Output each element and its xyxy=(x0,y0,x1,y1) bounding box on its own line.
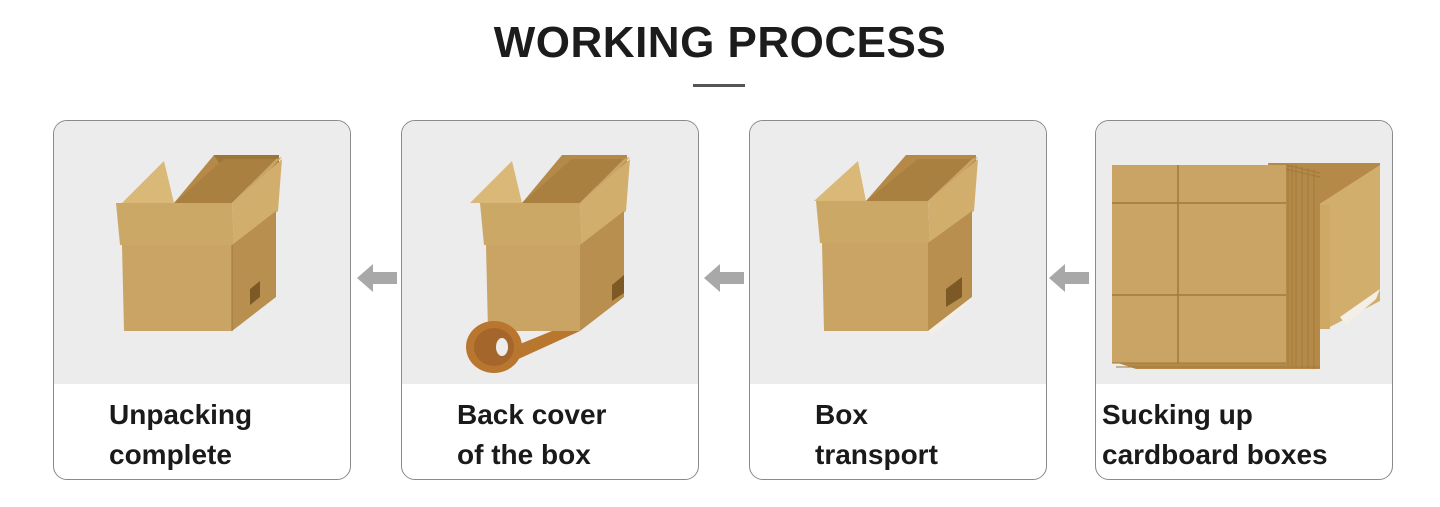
step-image xyxy=(402,121,698,384)
step-label: Sucking up cardboard boxes xyxy=(1102,399,1328,470)
arrow-left-icon xyxy=(357,264,397,292)
step-card-unpacking: Unpacking complete xyxy=(53,120,351,480)
step-image xyxy=(1096,121,1392,384)
flat-cardboard-stack-icon xyxy=(1112,163,1380,369)
step-label: Unpacking complete xyxy=(109,399,253,470)
open-box-icon xyxy=(116,155,282,331)
step-image xyxy=(54,121,350,384)
title-underline xyxy=(693,84,745,87)
step-image xyxy=(750,121,1046,384)
step-card-box-transport: Box transport xyxy=(749,120,1047,480)
step-label: Back cover of the box xyxy=(457,399,607,470)
box-tape-icon xyxy=(466,155,630,373)
arrow-left-icon xyxy=(704,264,744,292)
step-card-sucking-up: Sucking up cardboard boxes xyxy=(1095,120,1393,480)
box-transport-icon xyxy=(814,155,978,335)
step-label: Box transport xyxy=(815,399,938,470)
arrow-left-icon xyxy=(1049,264,1089,292)
page-title: WORKING PROCESS xyxy=(493,18,947,67)
step-card-back-cover: Back cover of the box xyxy=(401,120,699,480)
